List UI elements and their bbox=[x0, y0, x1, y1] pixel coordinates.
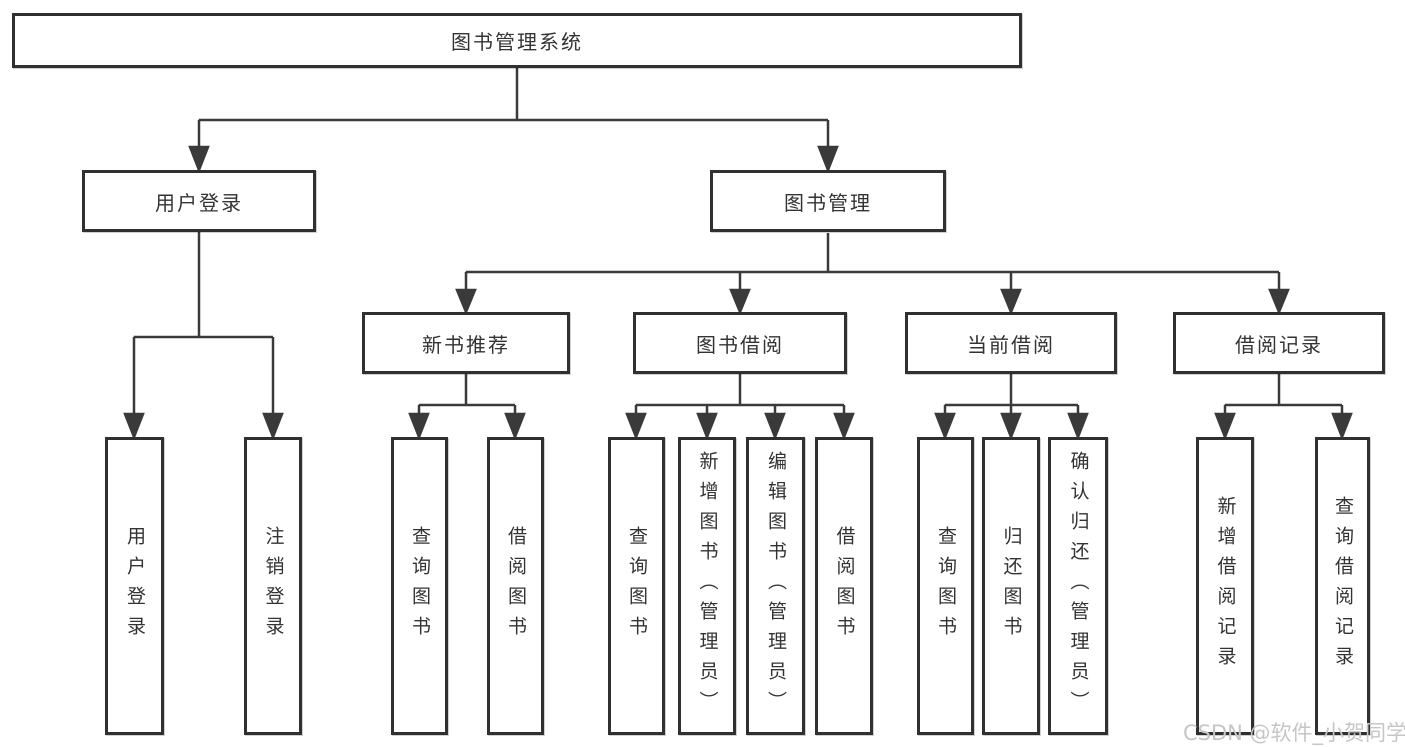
leaf-nbr-query-books: 查询图书 bbox=[391, 437, 448, 735]
arrowhead-leaf-login bbox=[123, 412, 145, 441]
leaf-cb-query-books-label: 查询图书 bbox=[935, 526, 957, 646]
leaf-cb-return-books: 归还图书 bbox=[982, 437, 1040, 735]
arrowhead-borrow-record bbox=[1268, 288, 1290, 316]
leaf-bb-query-books: 查询图书 bbox=[608, 437, 665, 735]
arrowhead-bb-add bbox=[696, 412, 718, 441]
connector-borrow-record-children bbox=[1223, 374, 1344, 417]
connector-new-book-rec-children bbox=[417, 374, 517, 417]
leaf-cb-return-books-label: 归还图书 bbox=[1000, 526, 1023, 646]
arrowhead-leaf-logout bbox=[262, 412, 284, 441]
leaf-bb-add-books-admin-label: 新增图书（管理员） bbox=[696, 451, 719, 721]
arrowhead-new-book-rec bbox=[455, 288, 477, 316]
node-root-library-system: 图书管理系统 bbox=[12, 13, 1022, 68]
arrowhead-bb-borrow bbox=[833, 412, 855, 441]
node-book-mgmt: 图书管理 bbox=[710, 170, 946, 232]
node-book-borrow: 图书借阅 bbox=[633, 312, 847, 374]
arrowhead-cb-confirm bbox=[1067, 412, 1089, 441]
node-borrow-record-label: 借阅记录 bbox=[1235, 332, 1323, 357]
leaf-cb-confirm-return-admin-label: 确认归还（管理员） bbox=[1067, 451, 1090, 721]
node-book-mgmt-label: 图书管理 bbox=[784, 190, 872, 215]
node-book-borrow-label: 图书借阅 bbox=[696, 332, 784, 357]
leaf-nbr-query-books-label: 查询图书 bbox=[409, 526, 431, 646]
csdn-watermark: CSDN @软件_小贺同学 bbox=[1183, 721, 1405, 745]
node-user-login-label: 用户登录 bbox=[155, 190, 243, 215]
leaf-logout: 注销登录 bbox=[244, 437, 302, 735]
leaf-user-login: 用户登录 bbox=[105, 437, 164, 735]
node-current-borrow: 当前借阅 bbox=[905, 312, 1117, 374]
arrowhead-current-borrow bbox=[1000, 288, 1022, 316]
leaf-br-query-record: 查询借阅记录 bbox=[1315, 437, 1370, 735]
connector-current-borrow-children bbox=[943, 374, 1080, 417]
arrowhead-br-add bbox=[1214, 412, 1236, 441]
node-new-book-rec: 新书推荐 bbox=[362, 312, 570, 374]
arrowhead-nbr-query bbox=[408, 412, 430, 441]
leaf-user-login-label: 用户登录 bbox=[124, 526, 146, 646]
leaf-bb-edit-books-admin: 编辑图书（管理员） bbox=[746, 437, 805, 735]
node-new-book-rec-label: 新书推荐 bbox=[422, 332, 510, 357]
arrowhead-br-query bbox=[1331, 412, 1353, 441]
node-borrow-record: 借阅记录 bbox=[1173, 312, 1385, 374]
leaf-cb-confirm-return-admin: 确认归还（管理员） bbox=[1048, 437, 1108, 735]
leaf-bb-borrow-books: 借阅图书 bbox=[815, 437, 873, 735]
leaf-nbr-borrow-books: 借阅图书 bbox=[487, 437, 544, 735]
connector-book-borrow-children bbox=[634, 374, 846, 417]
arrowhead-bb-edit bbox=[764, 412, 786, 441]
node-user-login: 用户登录 bbox=[82, 170, 316, 232]
leaf-br-query-record-label: 查询借阅记录 bbox=[1332, 496, 1354, 676]
connector-root-to-level2 bbox=[197, 68, 830, 150]
arrowhead-book-borrow bbox=[729, 288, 751, 316]
arrowhead-cb-return bbox=[1000, 412, 1022, 441]
arrowhead-cb-query bbox=[934, 412, 956, 441]
leaf-logout-label: 注销登录 bbox=[262, 526, 285, 646]
arrowhead-bb-query bbox=[625, 412, 647, 441]
leaf-br-add-record-label: 新增借阅记录 bbox=[1214, 496, 1237, 676]
leaf-bb-borrow-books-label: 借阅图书 bbox=[833, 526, 856, 646]
leaf-br-add-record: 新增借阅记录 bbox=[1196, 437, 1254, 735]
leaf-nbr-borrow-books-label: 借阅图书 bbox=[505, 526, 527, 646]
node-root-label: 图书管理系统 bbox=[451, 30, 583, 54]
connector-book-mgmt-to-level3 bbox=[464, 233, 1281, 293]
connector-user-login-children bbox=[132, 232, 275, 417]
leaf-cb-query-books: 查询图书 bbox=[917, 437, 974, 735]
node-current-borrow-label: 当前借阅 bbox=[967, 332, 1055, 357]
leaf-bb-add-books-admin: 新增图书（管理员） bbox=[678, 437, 736, 735]
arrowhead-nbr-borrow bbox=[504, 412, 526, 441]
leaf-bb-query-books-label: 查询图书 bbox=[626, 526, 648, 646]
leaf-bb-edit-books-admin-label: 编辑图书（管理员） bbox=[765, 451, 787, 721]
arrowhead-user-login bbox=[188, 145, 210, 174]
arrowhead-book-mgmt bbox=[817, 145, 839, 174]
